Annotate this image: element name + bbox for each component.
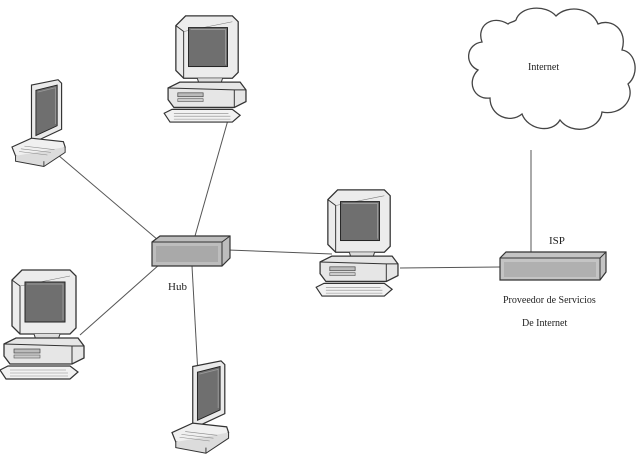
isp-label: ISP bbox=[549, 235, 565, 247]
provider-label-line1: Proveedor de Servicios bbox=[503, 295, 596, 306]
desktop-left bbox=[0, 269, 85, 380]
hub-device: Hub bbox=[151, 235, 231, 293]
link-gateway-isp bbox=[399, 266, 501, 269]
link-hub-gateway bbox=[227, 249, 333, 255]
laptop-top-left bbox=[11, 79, 66, 168]
provider-label-line2: De Internet bbox=[522, 318, 567, 329]
isp-device: ISP Proveedor de Servicios De Internet bbox=[499, 235, 607, 329]
desktop-gateway bbox=[315, 189, 399, 297]
link-hub-laptop-bottom bbox=[191, 265, 199, 376]
link-hub-laptop-top-left bbox=[57, 154, 159, 241]
desktop-top bbox=[163, 15, 247, 123]
internet-cloud: Internet bbox=[468, 7, 636, 130]
internet-label: Internet bbox=[528, 62, 559, 73]
hub-label: Hub bbox=[168, 281, 187, 293]
link-hub-desktop-top bbox=[194, 119, 229, 237]
laptop-bottom bbox=[171, 360, 230, 454]
link-hub-desktop-left bbox=[79, 263, 161, 336]
connection-lines bbox=[57, 119, 532, 376]
